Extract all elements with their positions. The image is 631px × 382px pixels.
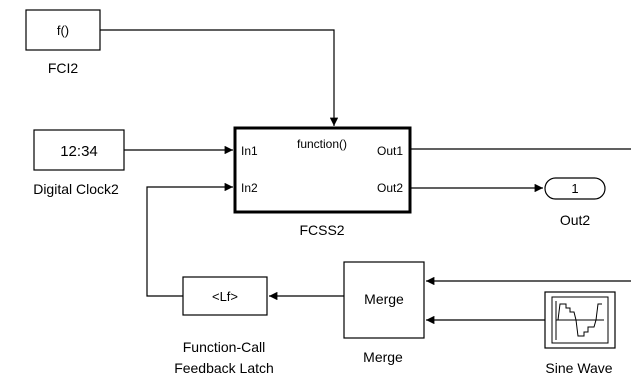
- feedback-latch-label-line1: Function-Call: [183, 339, 265, 355]
- merge-label: Merge: [363, 349, 403, 365]
- out2-port-block[interactable]: 1: [544, 177, 606, 200]
- digital-clock-block-text: 12:34: [60, 143, 98, 160]
- sine-wave-block[interactable]: [544, 291, 616, 349]
- feedback-latch-text: <Lf>: [212, 289, 238, 304]
- signal-line-latch-to-in2[interactable]: [146, 182, 233, 297]
- merge-block[interactable]: Merge: [343, 261, 425, 339]
- out2-label: Out2: [560, 212, 591, 228]
- fci2-block-text: f(): [57, 23, 69, 38]
- fci2-label: FCI2: [48, 60, 79, 76]
- signal-line-fci-to-trigger[interactable]: [100, 29, 339, 126]
- out2-port-text: 1: [571, 181, 578, 196]
- fcss2-subsystem-block[interactable]: function() In1 In2 Out1 Out2: [233, 126, 412, 214]
- fcss2-trigger-label: function(): [297, 137, 347, 151]
- sine-wave-label: Sine Wave: [545, 360, 612, 376]
- feedback-latch-label-line2: Feedback Latch: [174, 360, 274, 376]
- feedback-latch-block[interactable]: <Lf>: [182, 276, 268, 316]
- fcss2-outport-2: Out2: [377, 181, 403, 195]
- fcss2-inport-1: In1: [241, 144, 258, 158]
- fcss2-inport-2: In2: [241, 181, 258, 195]
- fcss2-label: FCSS2: [299, 222, 344, 238]
- digital-clock-label: Digital Clock2: [33, 181, 119, 197]
- sine-wave-scope-icon: [551, 296, 609, 344]
- fci2-block[interactable]: f(): [25, 9, 101, 51]
- fcss2-outport-1: Out1: [377, 144, 403, 158]
- digital-clock-block[interactable]: 12:34: [33, 129, 125, 171]
- merge-block-text: Merge: [364, 291, 404, 307]
